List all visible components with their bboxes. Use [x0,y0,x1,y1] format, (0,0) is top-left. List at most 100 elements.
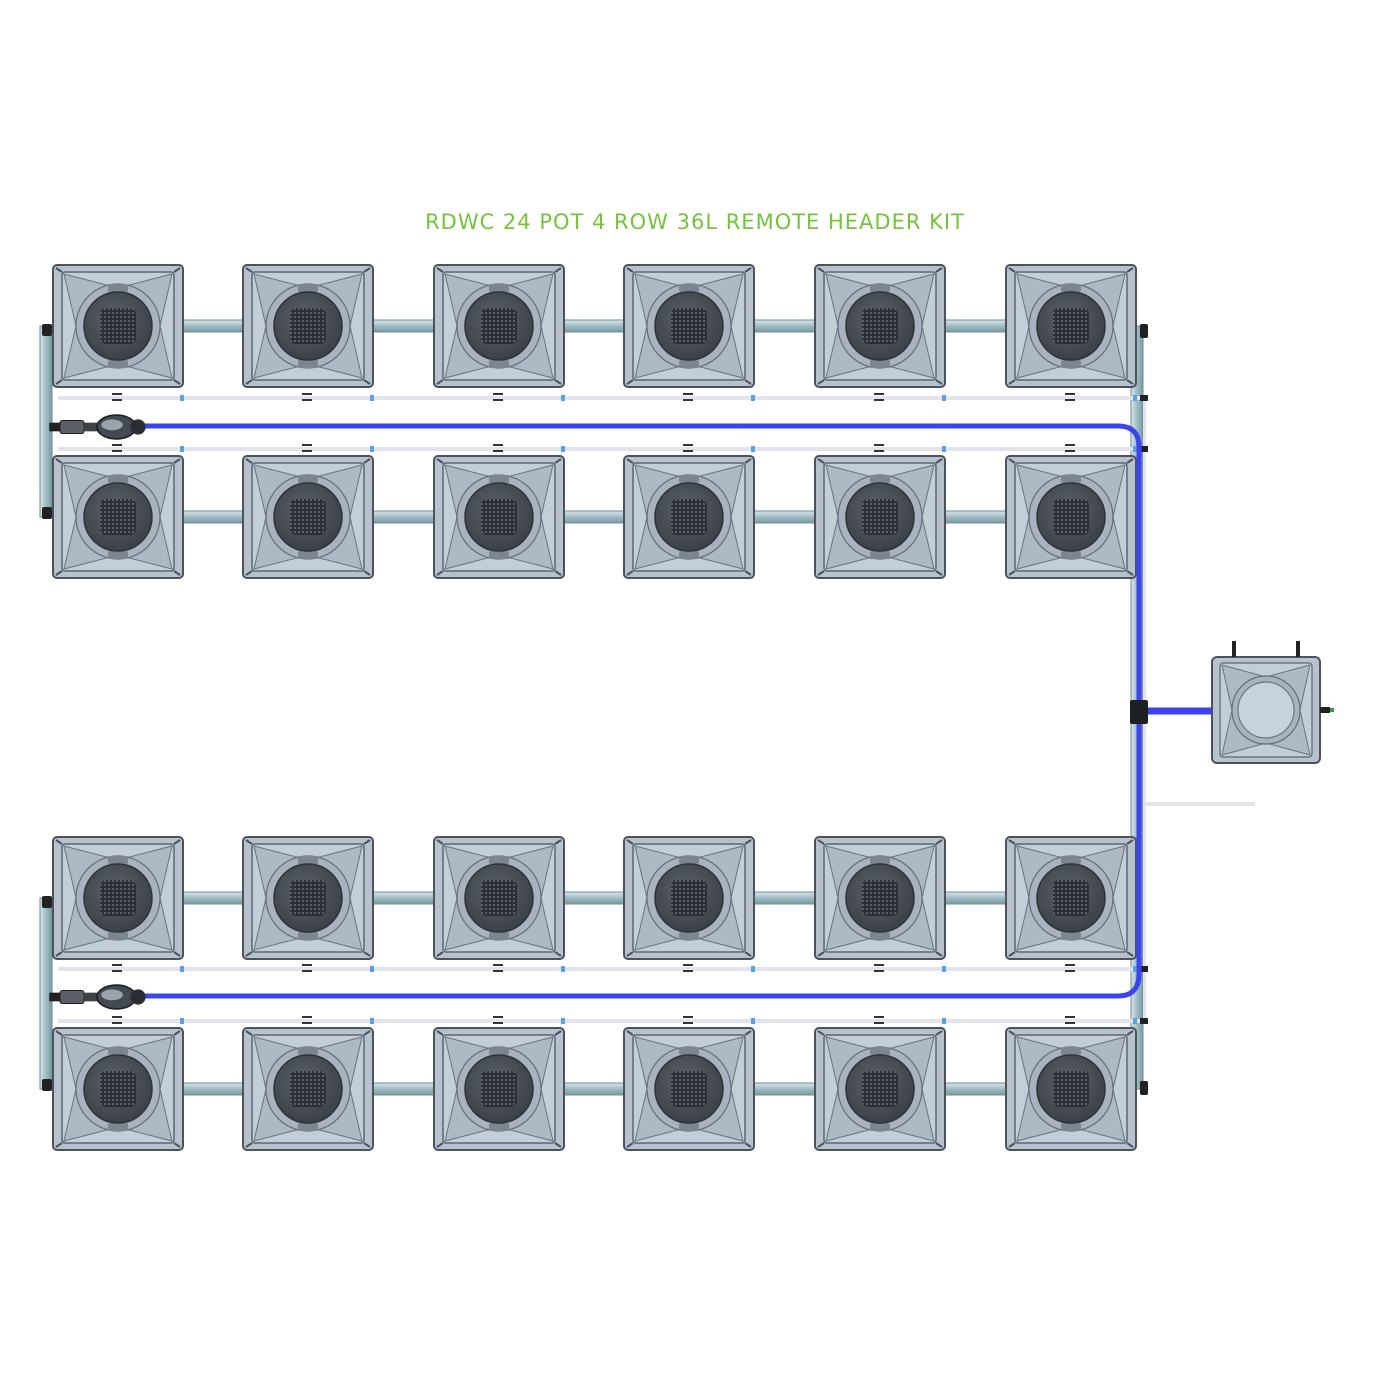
drain-mark [874,970,884,972]
pot-icon [814,455,946,579]
drain-mark [493,399,503,401]
drain-mark [683,970,693,972]
drain-mark [874,1022,884,1024]
drain-mark [112,444,122,446]
pipe-clip [1140,324,1148,338]
drain-mark [493,970,503,972]
pot-icon [623,455,755,579]
drain-mark [1065,450,1075,452]
drain-line [58,396,1143,400]
pot-icon [623,836,755,960]
pot-icon [1005,455,1137,579]
drain-mark [1065,444,1075,446]
drain-fitting [751,446,755,452]
drain-mark [874,964,884,966]
drain-mark [683,393,693,395]
pot-icon [433,836,565,960]
pipe-clip [1140,1081,1148,1095]
drain-mark [302,444,312,446]
pot-icon [52,455,184,579]
drain-mark [493,964,503,966]
drain-mark [493,1016,503,1018]
drain-mark [302,1022,312,1024]
drain-fitting [180,1018,184,1024]
pot-icon [814,264,946,388]
drain-mark [112,1016,122,1018]
pipe-clip [42,896,52,908]
drain-mark [1065,970,1075,972]
diagram-title: RDWC 24 POT 4 ROW 36L REMOTE HEADER KIT [425,210,965,234]
pot-icon [814,1027,946,1151]
drain-fitting [370,966,374,972]
drain-mark [112,970,122,972]
drain-mark [493,393,503,395]
pot-icon [623,1027,755,1151]
left-manifold-pipe [39,325,53,518]
drain-mark [1065,393,1075,395]
pot-icon [242,455,374,579]
drain-fitting [1133,966,1137,972]
drain-mark [493,450,503,452]
drain-fitting [561,446,565,452]
drain-mark [112,399,122,401]
drain-to-header [1143,802,1255,806]
pipe-clip [1140,446,1148,452]
drain-fitting [561,1018,565,1024]
drain-line [58,967,1143,971]
drain-fitting [942,395,946,401]
pot-icon [52,264,184,388]
pipe-clip [42,324,52,336]
pipe-clip [1140,966,1148,972]
pot-icon [623,264,755,388]
drain-mark [874,1016,884,1018]
drain-mark [874,399,884,401]
drain-mark [302,399,312,401]
pipework-back [39,319,1255,1096]
drain-mark [683,444,693,446]
drain-mark [874,450,884,452]
pot-icon [433,455,565,579]
pipe-clip [1140,1018,1148,1024]
pipework-front [48,414,1334,1010]
drain-mark [302,450,312,452]
drain-line [58,1019,1143,1023]
pipe-clip [42,1079,52,1091]
drain-fitting [370,1018,374,1024]
pot-icon [1005,264,1137,388]
pot-icon [52,836,184,960]
drain-mark [302,393,312,395]
drain-mark [874,444,884,446]
drain-mark [1065,399,1075,401]
pot-icon [433,1027,565,1151]
drain-fitting [751,395,755,401]
pump-icon [48,414,147,440]
pot-icon [814,836,946,960]
drain-fitting [1133,395,1137,401]
drain-mark [683,450,693,452]
pipe-clip [1140,395,1148,401]
drain-mark [683,1016,693,1018]
drain-fitting [561,395,565,401]
pump-icon [48,984,147,1010]
drain-fitting [370,446,374,452]
drain-fitting [942,966,946,972]
drain-mark [112,964,122,966]
drain-mark [1065,1016,1075,1018]
drain-mark [683,964,693,966]
drain-fitting [751,1018,755,1024]
drain-fitting [180,966,184,972]
drain-fitting [942,446,946,452]
pot-icon [242,1027,374,1151]
drain-mark [1065,964,1075,966]
drain-mark [112,393,122,395]
drain-mark [112,1022,122,1024]
drain-mark [493,444,503,446]
drain-mark [683,1022,693,1024]
drain-line [58,447,1143,451]
drain-fitting [180,395,184,401]
drain-fitting [180,446,184,452]
header-tank-icon [1211,641,1334,764]
pot-icon [1005,1027,1137,1151]
pipe-clip [42,507,52,519]
pot-icon [433,264,565,388]
